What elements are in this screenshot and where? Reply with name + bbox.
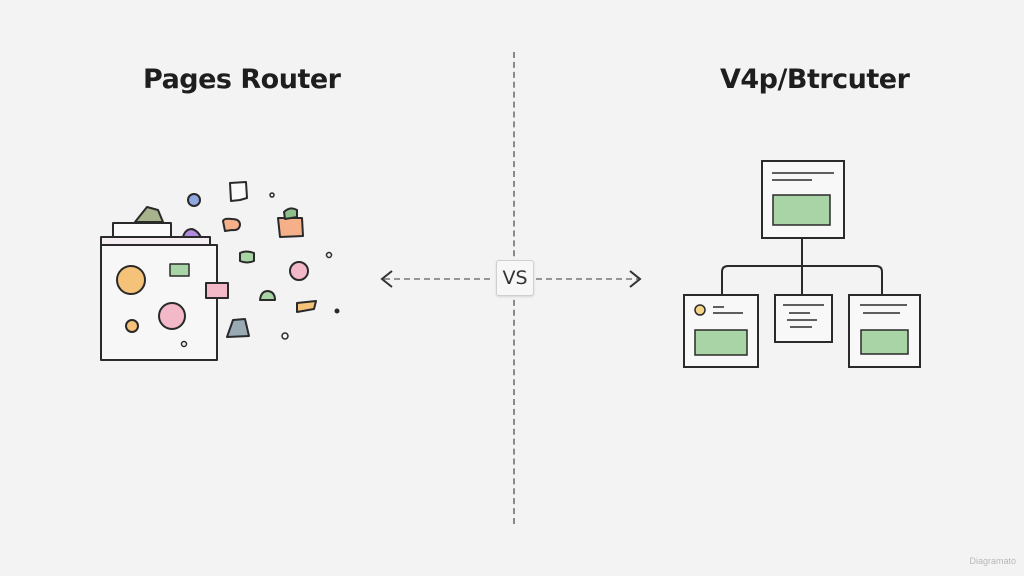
- shape-grey-trapezoid: [226, 318, 250, 338]
- arrow-right-icon: [536, 270, 642, 288]
- shape-green-small: [283, 207, 298, 220]
- pages-router-title: Pages Router: [143, 64, 341, 95]
- vs-badge: VS: [496, 260, 534, 296]
- shape-small-orange-circle: [125, 319, 139, 333]
- shape-pink-circle: [158, 302, 186, 330]
- shape-orange-wedge: [296, 300, 317, 313]
- shape-orange-circle: [116, 265, 146, 295]
- app-router-title: V4p/Btrcuter: [720, 64, 910, 95]
- shape-green-blob: [239, 250, 255, 264]
- shape-orange-blob: [222, 217, 241, 232]
- shape-pink-rect: [205, 282, 229, 299]
- shape-white-square: [229, 181, 248, 202]
- watermark: Diagramato: [969, 556, 1016, 566]
- shape-pink-dot: [289, 261, 309, 281]
- shape-green-rect: [169, 263, 190, 277]
- arrow-left-icon: [380, 270, 494, 288]
- folder-body: [100, 244, 218, 361]
- child-page-card-2: [774, 294, 833, 343]
- shape-blue-circle: [187, 193, 201, 207]
- shape-green-dome: [259, 290, 276, 301]
